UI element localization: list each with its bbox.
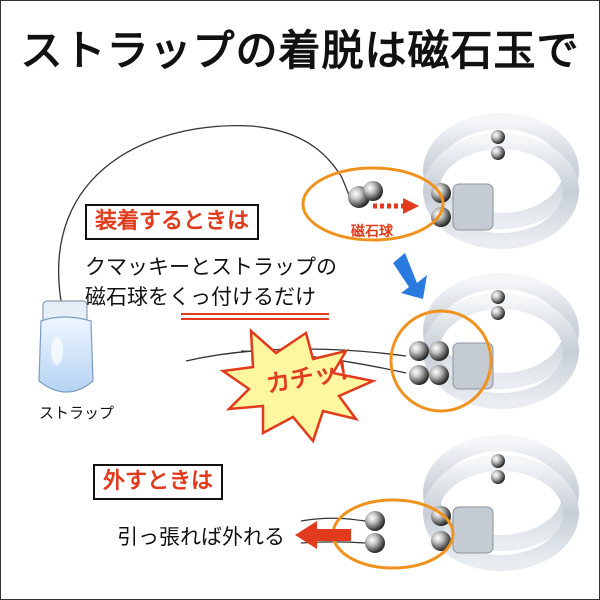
strap-cord (58, 125, 342, 302)
click-starburst (219, 328, 378, 444)
strap-magnet-ball (363, 181, 383, 201)
ring-bottom-icon (423, 435, 579, 571)
ring-middle-icon (409, 273, 579, 409)
attach-instruction-line1: クマッキーとストラップの (85, 255, 337, 279)
ring-top-icon (423, 113, 579, 249)
detach-heading: 外すときは (93, 464, 224, 500)
strap-label: ストラップ (39, 404, 115, 422)
attach-instruction-emphasis: くっ付けるだけ (169, 285, 316, 309)
strap-magnet-ball (365, 533, 385, 553)
red-left-arrow-icon (295, 521, 351, 549)
blue-down-arrow-icon (393, 253, 427, 299)
detach-instruction: 引っ張れば外れる (117, 525, 285, 549)
magnet-ball-label: 磁石球 (351, 224, 393, 240)
red-dashed-arrow-icon (373, 198, 419, 214)
emphasis-underline (181, 313, 329, 315)
attach-instruction-line2: 磁石球をくっ付けるだけ (85, 282, 316, 312)
attach-instruction-prefix: 磁石球を (85, 285, 169, 309)
strap-cord-bottom (300, 517, 366, 522)
strap-magnet-ball (365, 511, 385, 531)
highlight-ring-top (301, 166, 445, 242)
page-title: ストラップの着脱は磁石玉で (20, 26, 580, 75)
strap-clip-icon (38, 300, 94, 393)
emphasis-underline (181, 318, 329, 320)
highlight-ring-middle (389, 309, 493, 413)
attach-heading: 装着するときは (85, 204, 260, 240)
